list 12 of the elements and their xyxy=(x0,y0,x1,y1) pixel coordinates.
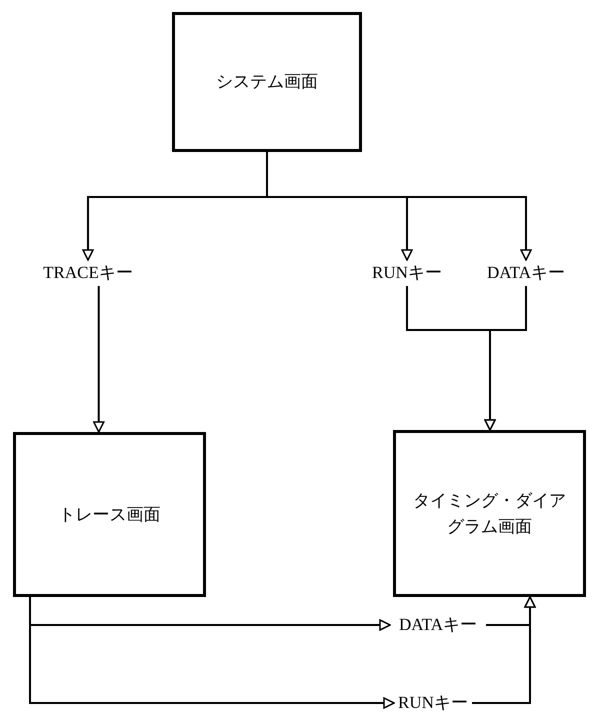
key-label: DATAキー xyxy=(390,612,486,638)
key-label: RUNキー xyxy=(394,690,472,716)
arrow xyxy=(93,286,104,433)
arrow xyxy=(266,152,532,261)
screen-box: タイミング・ダイアグラム画面 xyxy=(393,430,586,597)
key-label: DATAキー xyxy=(478,260,574,286)
key-label: RUNキー xyxy=(368,260,446,286)
screen-box: システム画面 xyxy=(172,12,362,152)
arrow xyxy=(484,286,527,431)
arrow xyxy=(472,596,536,704)
key-label: TRACEキー xyxy=(40,260,136,286)
screen-box: トレース画面 xyxy=(13,432,206,597)
